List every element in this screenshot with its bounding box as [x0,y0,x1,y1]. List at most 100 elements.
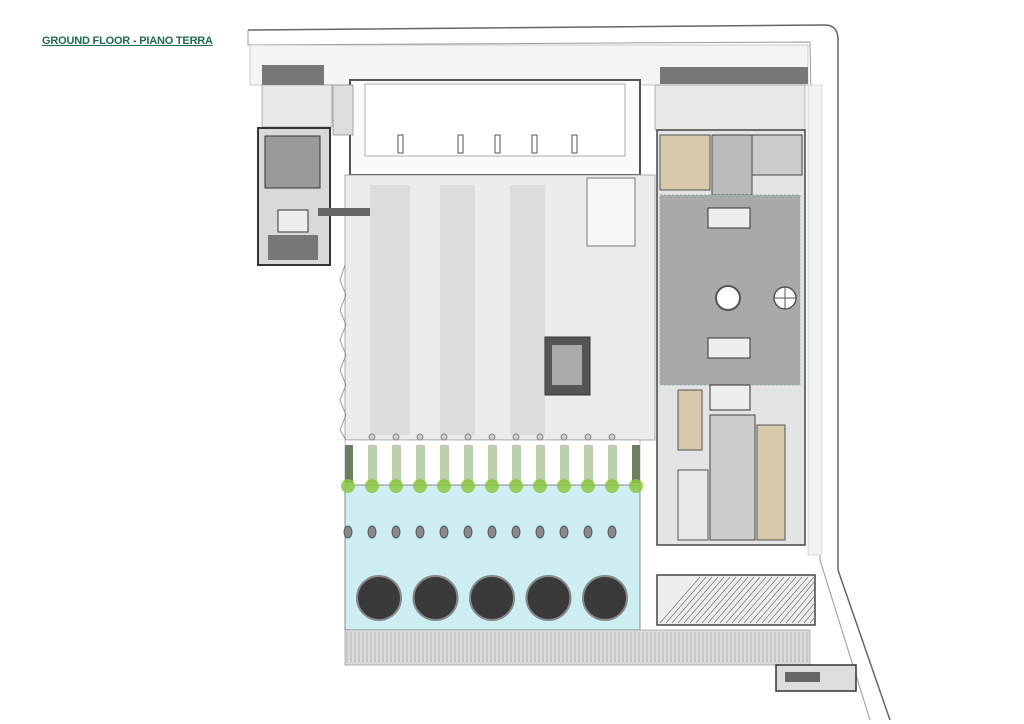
west-annex-lifts [277,209,309,233]
planter-strip [536,445,545,483]
pool-column [607,525,617,539]
floor-paving-stripe [370,185,410,435]
lift-bank-3 [709,384,751,411]
ramp-hatch-line [719,576,761,624]
ramp-hatch-line [809,616,816,624]
column [368,433,376,441]
ramp-hatch-line [683,576,725,624]
pool-column [343,525,353,539]
column [608,433,616,441]
column [584,433,592,441]
lobby-room [586,177,636,247]
planter-edge [632,445,640,483]
pool-column [583,525,593,539]
revolving-door-blades [774,287,796,309]
column [392,433,400,441]
ramp-hatch-line [713,576,755,624]
ramp-hatch-line [737,576,779,624]
tree [509,479,523,493]
west-annex-corridor [318,208,370,216]
column [440,433,448,441]
ramp-hatch-line [749,576,791,624]
plan-title: GROUND FLOOR - PIANO TERRA [42,35,213,47]
column [464,433,472,441]
lift-bank-2 [707,337,751,359]
tree [581,479,595,493]
tree [413,479,427,493]
ramp-hatch-line [731,576,773,624]
circular-skylight [412,575,459,621]
planter-strip [392,445,401,483]
site-boundary [247,24,891,721]
west-stair [332,84,354,136]
floor-paving-stripe [510,185,545,435]
column [512,433,520,441]
ramp-hatch-line [743,576,785,624]
ramp-hatch-line [707,576,749,624]
office-nw [659,134,711,191]
central-stair-inner [552,345,582,385]
reception-desk [715,285,741,311]
tree [341,479,355,493]
lift-bank-1 [707,207,751,229]
tree [629,479,643,493]
south-pavement [344,629,811,666]
planter-edge [345,445,353,483]
planter-strip [560,445,569,483]
office-sw-2 [677,469,709,541]
ramp-hatch-line [665,576,707,624]
circular-skylight [356,575,402,621]
column [536,433,544,441]
column [488,433,496,441]
ramp-hatch-line [695,576,737,624]
hall-pillar [571,134,578,154]
tree [605,479,619,493]
hall-pillar [457,134,464,154]
office-sw [677,389,703,451]
pool-column [415,525,425,539]
tree [461,479,475,493]
east-sidewalk-paving [807,84,823,556]
core-north [711,134,753,196]
planter-strip [584,445,593,483]
pool-column [559,525,569,539]
ramp-hatch-line [779,580,816,624]
west-annex-stair [268,235,318,260]
bike-parking-east [660,67,808,84]
ramp-hatch-line [671,576,713,624]
west-block [261,84,333,128]
pool-column [487,525,497,539]
planter-strip [488,445,497,483]
tree [485,479,499,493]
circular-skylight [582,575,628,621]
pool-column [535,525,545,539]
column [560,433,568,441]
tree [533,479,547,493]
west-annex-toilets [264,135,321,189]
sidewalk [247,30,871,721]
south-kiosk-stair [785,672,820,682]
ramp-hatch-line [761,576,803,624]
floor-paving-stripe [440,185,475,435]
core-south [709,414,756,541]
tree [389,479,403,493]
tree [365,479,379,493]
planter-strip [512,445,521,483]
pool-column [463,525,473,539]
ramp-hatch-line [773,576,815,624]
ramp-hatch-line [689,576,731,624]
planter-strip [368,445,377,483]
planter-strip [608,445,617,483]
pool-column [391,525,401,539]
ramp-hatch-line [791,595,816,624]
planter-strip [416,445,425,483]
planter-strip [440,445,449,483]
hall-pillar [397,134,404,154]
hall-pillar [494,134,501,154]
pool-column [511,525,521,539]
facade-west-zigzag [339,264,347,441]
ramp-hatch-line [701,576,743,624]
ramp-hatch-line [797,602,816,624]
toilets-ne [751,134,803,176]
